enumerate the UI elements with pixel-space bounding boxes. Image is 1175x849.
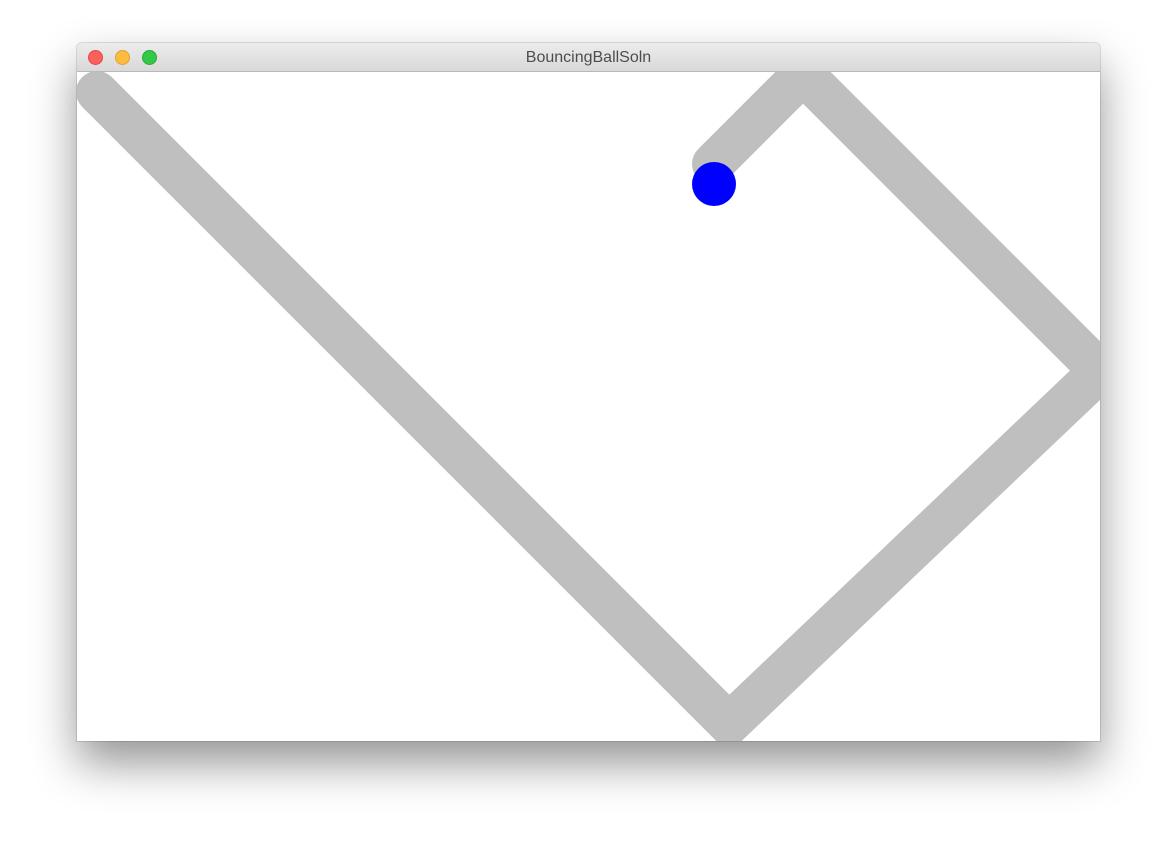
scene-svg xyxy=(77,72,1100,741)
close-button[interactable] xyxy=(88,50,103,65)
window-title: BouncingBallSoln xyxy=(525,49,652,66)
ball xyxy=(692,162,736,206)
minimize-button[interactable] xyxy=(115,50,130,65)
zoom-button[interactable] xyxy=(142,50,157,65)
title-bar[interactable]: BouncingBallSoln xyxy=(77,43,1100,72)
drawing-canvas xyxy=(77,72,1100,741)
ball-trail xyxy=(77,72,1100,741)
app-window: BouncingBallSoln xyxy=(77,43,1100,741)
